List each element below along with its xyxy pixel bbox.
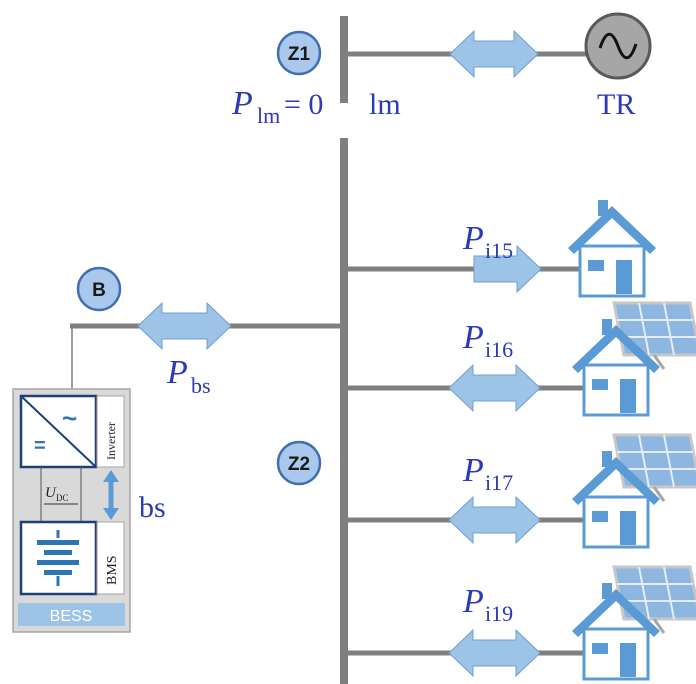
p-bs-subscript: bs xyxy=(191,373,211,398)
bus-lm-bar xyxy=(340,16,348,103)
p-lm-label: P lm = 0 xyxy=(231,85,323,128)
ac-symbol: ~ xyxy=(62,403,77,433)
node-z1-label: Z1 xyxy=(288,44,311,65)
load-branch-i16: P i16 xyxy=(348,301,696,417)
lm-label: lm xyxy=(369,88,401,121)
p-i19-subscript: i19 xyxy=(485,601,513,626)
inverter-label: Inverter xyxy=(104,422,118,460)
p-bs-symbol: P xyxy=(166,354,188,391)
load-branch-i17: P i17 xyxy=(348,433,696,549)
p-lm-equals: = 0 xyxy=(284,88,323,121)
node-z2-label: Z2 xyxy=(288,454,310,475)
flow-arrow-i19 xyxy=(448,628,541,678)
udc-subscript: DC xyxy=(56,493,69,503)
house-icon xyxy=(566,198,658,298)
node-b-label: B xyxy=(92,280,106,301)
flow-arrow-lm-tr xyxy=(449,29,539,79)
p-lm-symbol: P xyxy=(231,85,253,122)
load-branch-i19: P i19 xyxy=(348,565,696,681)
node-z1-badge: Z1 xyxy=(276,30,322,76)
bess-unit: = ~ Inverter U DC BMS BESS xyxy=(12,388,131,633)
tr-label: TR xyxy=(597,88,635,121)
p-i16-symbol: P xyxy=(462,319,484,356)
p-i15-symbol: P xyxy=(462,220,484,257)
bus-z2-bar xyxy=(340,138,348,684)
p-bs-label: P bs xyxy=(166,354,211,398)
flow-arrow-i15 xyxy=(473,244,542,294)
bess-title: BESS xyxy=(50,608,93,625)
flow-arrow-i17 xyxy=(448,495,541,545)
ac-source-icon xyxy=(584,12,652,80)
udc-symbol: U xyxy=(45,485,57,501)
node-z2-badge: Z2 xyxy=(276,440,322,486)
dc-symbol: = xyxy=(34,435,46,457)
udc-label: U DC xyxy=(44,485,78,505)
bs-label: bs xyxy=(139,491,166,524)
p-i15-subscript: i15 xyxy=(485,238,513,263)
p-i17-subscript: i17 xyxy=(485,470,513,495)
bess-title-bar xyxy=(18,603,125,626)
load-branch-i15: P i15 xyxy=(348,198,658,298)
node-b-badge: B xyxy=(76,266,122,312)
p-lm-subscript: lm xyxy=(257,103,280,128)
p-i16-subscript: i16 xyxy=(485,337,513,362)
flow-arrow-i16 xyxy=(448,363,541,413)
p-i17-symbol: P xyxy=(462,452,484,489)
bms-label: BMS xyxy=(105,555,120,585)
p-i19-symbol: P xyxy=(462,583,484,620)
flow-arrow-bs xyxy=(137,301,232,351)
